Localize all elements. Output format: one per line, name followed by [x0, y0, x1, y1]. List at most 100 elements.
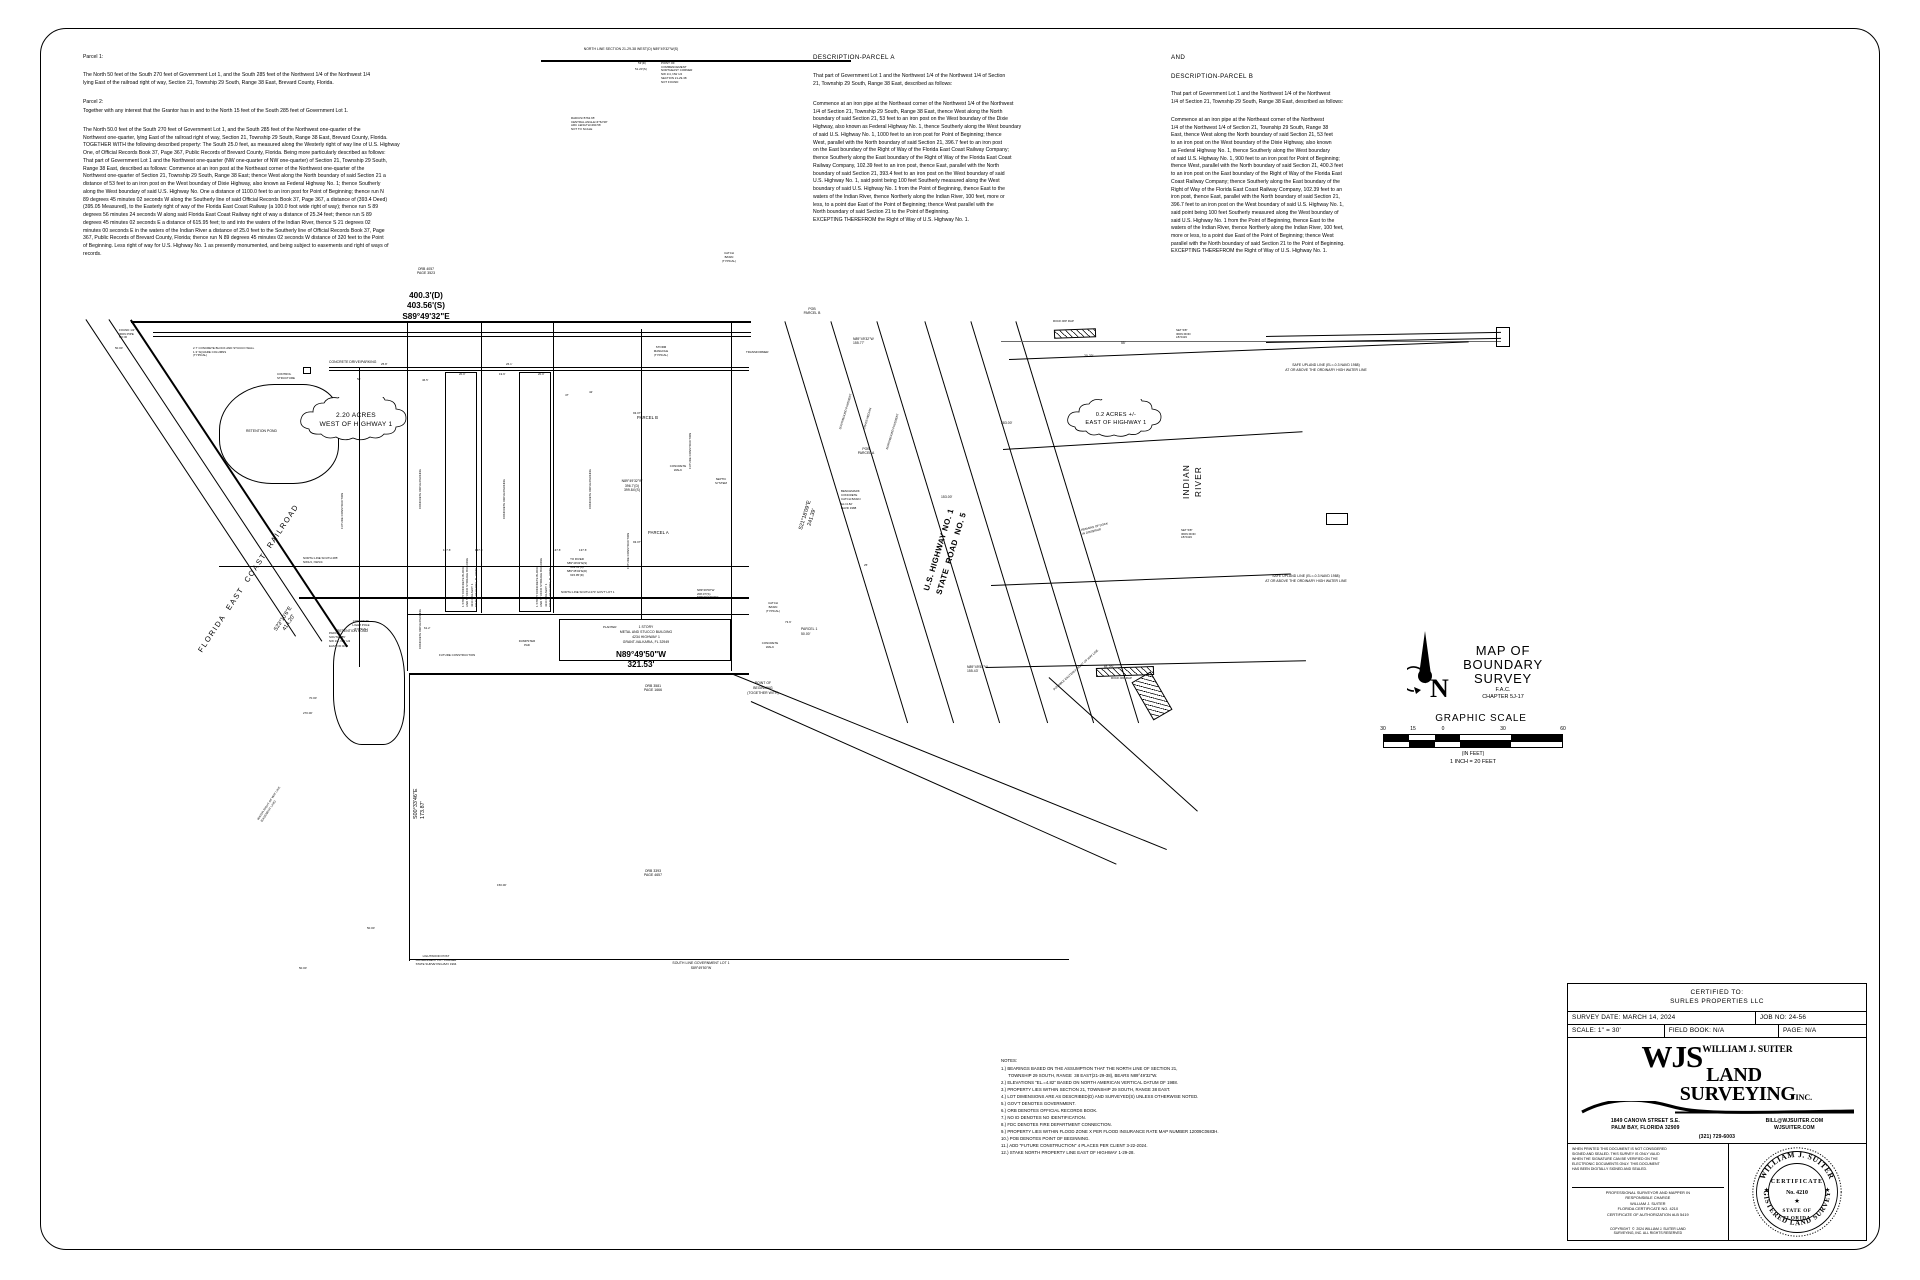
- dim-1376-c: 137.6': [553, 548, 561, 552]
- point-of-commencement-label: POINT OF COMMENCEMENT NORTHEAST CORNER N…: [661, 61, 693, 84]
- dim-150: 150.00': [497, 883, 507, 887]
- lot-line-4: [553, 321, 554, 613]
- dock-line-1: [1265, 331, 1501, 337]
- surveyor-seal: WILLIAM J. SUITER REGISTERED LAND SURVEY…: [1748, 1140, 1843, 1238]
- company-email[interactable]: BILL@WJSUITER.COM: [1765, 1117, 1824, 1124]
- company-phone[interactable]: (321) 729-6003: [1698, 1134, 1736, 1140]
- grass-median-label: GRASS MEDIAN: [862, 407, 873, 430]
- lot-line-5: [641, 329, 642, 619]
- lot-line-6: [731, 321, 732, 671]
- property-north-line: [131, 321, 751, 323]
- scale-equiv-label: 1 INCH = 20 FEET: [1449, 759, 1496, 765]
- us-highway-label: U.S. HIGHWAY NO. 1 STATE ROAD NO. 5: [921, 507, 968, 596]
- dock-head-2: [1326, 513, 1348, 525]
- pob-parcelA-label: POB PARCEL A: [857, 447, 875, 456]
- svg-text:FLORIDA: FLORIDA: [1784, 1216, 1812, 1222]
- dim-9307-a: 93.07': [633, 411, 641, 415]
- dim-739: 73.9': [785, 620, 792, 624]
- south-line-gov-lot: [409, 959, 1069, 960]
- concrete-drive-top-label: CONCRETE DRIVE/PARKING: [329, 360, 377, 364]
- orb-3393-label: ORB 3393 PAGE 4657: [643, 869, 663, 878]
- logo-name-text: WILLIAM J. SUITER: [1702, 1043, 1793, 1055]
- scale-cell: SCALE: 1" = 30': [1568, 1024, 1665, 1037]
- light-pole-label: CONCRETE LIGHT POLE (TYPICAL): [352, 619, 370, 632]
- storm-manhole-label: STORM MANHOLE (TYPICAL): [653, 345, 669, 358]
- svg-text:STATE OF: STATE OF: [1783, 1208, 1812, 1214]
- found-iron-pipe-label: FOUND 1/2" IRON PIPE NO ID: [119, 328, 136, 340]
- safe-upland-line-1: SAFE UPLAND LINE (EL=-0.3 NAVD 1988) AT …: [1285, 363, 1367, 372]
- dim-199: 19.9': [499, 372, 506, 376]
- dim-70: 70.00': [309, 696, 317, 700]
- retention-pond-2-label: RETENTION POND: [337, 629, 369, 633]
- bearing-north-label: 400.3'(D) 403.56'(S) S89°49'32"E: [402, 291, 450, 321]
- map-title-line-1: MAP OF: [1475, 643, 1531, 658]
- logo-surveying-text: SURVEYING: [1679, 1082, 1796, 1105]
- survey-date-cell: SURVEY DATE: MARCH 14, 2024: [1568, 1011, 1756, 1024]
- orb-4057-label: ORB 4057 PAGE 3523: [416, 267, 436, 276]
- retention-pond-1-label: RETENTION POND: [246, 429, 278, 433]
- parcelB-and: AND: [1171, 54, 1186, 61]
- north-line-south270: [299, 597, 749, 599]
- acreage-west-callout: 2.20 ACRES WEST OF HIGHWAY 1: [293, 397, 419, 445]
- acreage-east-callout: 0.2 ACRES +/- EAST OF HIGHWAY 1: [1061, 399, 1171, 441]
- copyright-text: COPYRIGHT © 2024 WILLIAM J. SUITER LAND …: [1609, 1226, 1686, 1236]
- north-line-s285-label: NORTH LINE SOUTH 285' NW1/4, NW1/4: [303, 556, 338, 564]
- certified-to-label: CERTIFIED TO:: [1690, 988, 1744, 996]
- map-title-line-3: SURVEY: [1473, 671, 1533, 686]
- dim-50-c: 50.00': [299, 966, 307, 970]
- transformer-label: TRANSFORMER: [746, 350, 769, 354]
- lower-diagonal-2: [750, 701, 1117, 865]
- south-boundary: [409, 673, 749, 675]
- river-line-top: [1001, 341, 1501, 342]
- catch-basin-label-1: CATCH BASIN (TYPICAL): [721, 251, 737, 264]
- pob-together-label: POINT OF BEGINNING (TOGETHER WITH): [747, 681, 779, 695]
- responsible-charge-text: PROFESSIONAL SURVEYOR AND MAPPER IN RESP…: [1572, 1187, 1724, 1218]
- company-logo: WJS WILLIAM J. SUITER LAND SURVEYING INC…: [1568, 1038, 1866, 1144]
- parcelA-heading: DESCRIPTION-PARCEL A: [813, 54, 895, 61]
- note-8: 8.) FDC DENOTES FIRE DEPARTMENT CONNECTI…: [1001, 1122, 1112, 1127]
- dim-465: 46.5': [422, 378, 429, 382]
- bearing-mid-label: N89°49'32"W 396.7'(D) 399.84'(S): [621, 479, 643, 493]
- certified-to-value: SURLES PROPERTIES LLC: [1670, 998, 1764, 1006]
- parcelB-body: Commence at an iron pipe at the Northeas…: [1171, 117, 1345, 255]
- certified-to-block: CERTIFIED TO: SURLES PROPERTIES LLC: [1568, 984, 1866, 1012]
- interior-line-1: [219, 566, 749, 567]
- parcelB-map-label: PARCEL B: [637, 415, 659, 420]
- drive-label-b: CONCRETE DRIVE/PARKING: [502, 479, 506, 519]
- note-12: 12.) STAKE NORTH PROPERTY LINE EAST OF H…: [1001, 1150, 1135, 1155]
- disclaimer-text: WHEN PRINTED THIS DOCUMENT IS NOT CONSID…: [1572, 1147, 1667, 1171]
- possible-rw-label: POSSIBLE EASTERLY RIGHT OF WAY LINE: [1052, 648, 1100, 692]
- bearing-south-label: N89°49'50"W 321.53': [615, 650, 667, 670]
- company-address: 1849 CANOVA STREET S.E. PALM BAY, FLORID…: [1568, 1118, 1866, 1133]
- set-iron-rod-2: SET 5/8" IRON ROD LB 5419: [1181, 528, 1196, 540]
- fac-chapter-label: CHAPTER 5J-17: [1482, 694, 1524, 700]
- graphic-scale-bar-bottom: [1383, 741, 1563, 748]
- title-block: CERTIFIED TO: SURLES PROPERTIES LLC SURV…: [1567, 982, 1867, 1241]
- n89-gov-bearing: N89°49'50"W 208.07'(S) N89°49'32"W(D): [697, 588, 719, 600]
- north-line-section-label: NORTH LINE SECTION 21-29-38 WEST(D) N89°…: [583, 47, 679, 51]
- dim-53-d: 53'(D): [638, 61, 646, 65]
- svg-text:WILLIAM J. SUITER: WILLIAM J. SUITER: [1758, 1150, 1836, 1181]
- catch-basin-label-2: CATCH BASIN (TYPICAL): [765, 601, 781, 614]
- note-7: 7.) NO ID DENOTES NO IDENTIFICATION.: [1001, 1115, 1087, 1120]
- map-title-line-2: BOUNDARY: [1463, 657, 1543, 672]
- fac-label: F.A.C.: [1495, 687, 1511, 693]
- dim-2023: 20.23': [1084, 354, 1094, 358]
- svg-text:★: ★: [1825, 1187, 1831, 1194]
- lot-line-2: [407, 321, 408, 671]
- north-line-gov-label: NORTH LINE SOUTH 270' GOV'T LOT 1: [561, 590, 615, 594]
- note-2: 2.) ELEVATIONS "EL.=4.82" BASED ON NORTH…: [1001, 1080, 1178, 1085]
- note-9: 9.) PROPERTY LIES WITHIN FLOOD ZONE X PE…: [1001, 1129, 1219, 1134]
- building-3-label: 1 STORY METAL AND STUCCO BUILDING 4234 H…: [619, 625, 673, 645]
- address-line-2: PALM BAY, FLORIDA 32909: [1611, 1125, 1680, 1132]
- parcelB-intro: That part of Government Lot 1 and the No…: [1171, 91, 1344, 105]
- highway-bearing: S21°18'09"E 241.39': [798, 499, 818, 531]
- seal-cell: WILLIAM J. SUITER REGISTERED LAND SURVEY…: [1729, 1140, 1866, 1240]
- field-book-cell: FIELD BOOK: N/A: [1665, 1024, 1780, 1037]
- rock-rip-rap-label-2: ROCK RIP RAP: [1111, 676, 1132, 680]
- to-river-label: TO RIVER S89°49'32"E(S) 603.11'(S) S89°4…: [566, 557, 588, 578]
- legal-parcel1-heading: Parcel 1:: [83, 54, 104, 60]
- company-website[interactable]: WJSUITER.COM: [1773, 1125, 1815, 1132]
- north-section-line: [541, 60, 851, 62]
- lightwood-post-label: LIGHTWOOD POST GOVERNMENT LOT CORNER STA…: [415, 954, 457, 967]
